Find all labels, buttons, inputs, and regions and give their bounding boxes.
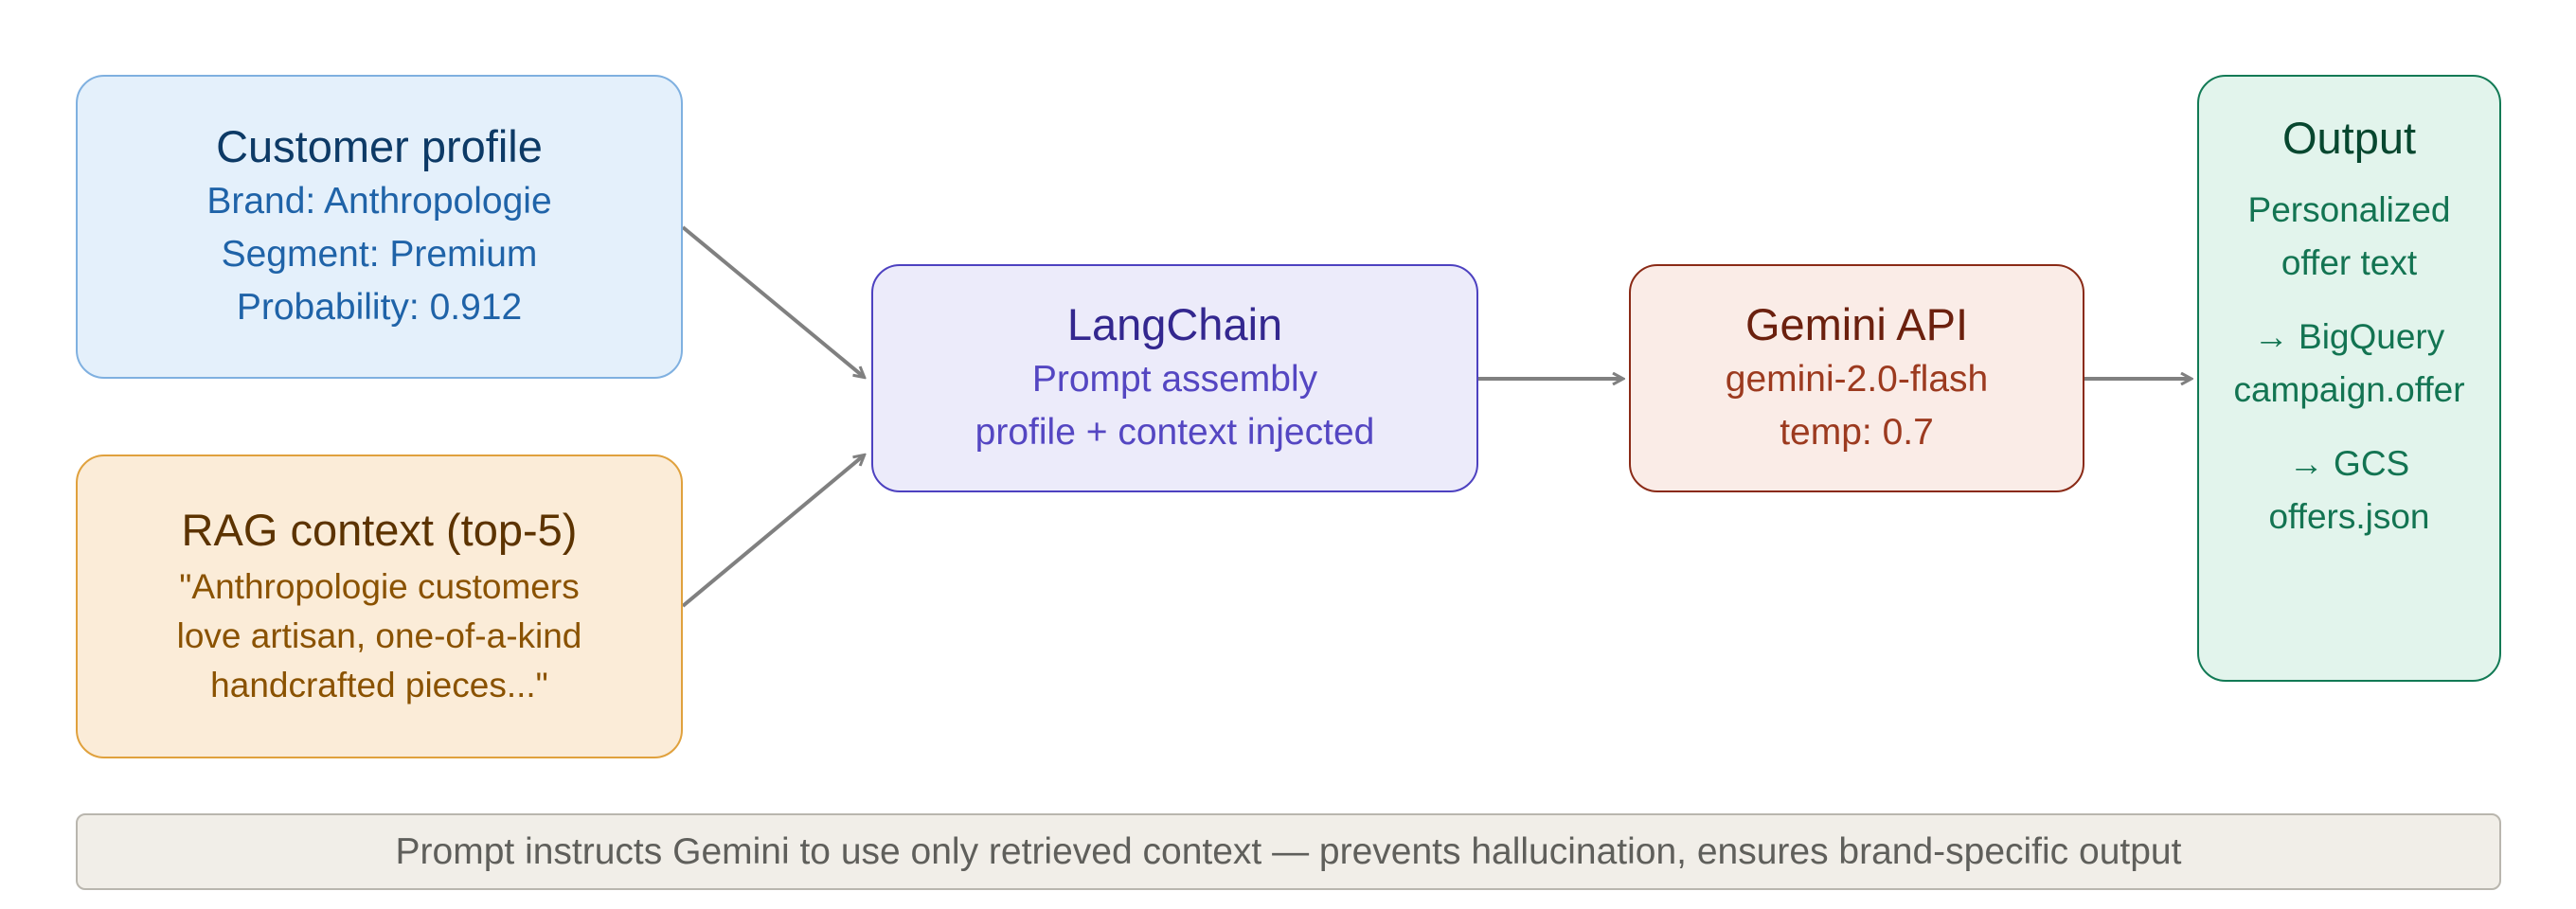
rag-context-line-3: handcrafted pieces..." <box>210 665 548 704</box>
gemini-title: Gemini API <box>1744 299 1969 350</box>
arrow-profile-to-langchain <box>681 225 864 377</box>
customer-profile-probability: Probability: 0.912 <box>236 286 523 328</box>
customer-profile-node: Customer profile Brand: Anthropologie Se… <box>76 75 683 379</box>
output-title: Output <box>2281 113 2417 163</box>
customer-profile-title: Customer profile <box>216 121 543 172</box>
gemini-temperature: temp: 0.7 <box>1780 411 1934 453</box>
rag-context-node: RAG context (top-5) "Anthropologie custo… <box>76 454 683 758</box>
output-line: Personalized <box>2247 189 2451 229</box>
langchain-line-1: Prompt assembly <box>1031 358 1318 400</box>
output-group-offer-text: Personalized offer text <box>2248 184 2451 290</box>
output-node: Output Personalized offer text → BigQuer… <box>2197 75 2501 682</box>
langchain-node: LangChain Prompt assembly profile + cont… <box>871 264 1478 492</box>
output-group-gcs: → GCS offers.json <box>2268 437 2429 544</box>
footer-note: Prompt instructs Gemini to use only retr… <box>76 813 2501 890</box>
arrow-rag-to-langchain <box>681 455 864 608</box>
gemini-model: gemini-2.0-flash <box>1725 358 1989 400</box>
output-group-bigquery: → BigQuery campaign.offer <box>2233 311 2464 417</box>
rag-context-line-1: "Anthropologie customers <box>179 566 580 606</box>
gemini-node: Gemini API gemini-2.0-flash temp: 0.7 <box>1629 264 2084 492</box>
rag-context-line-2: love artisan, one-of-a-kind <box>176 615 582 655</box>
customer-profile-segment: Segment: Premium <box>221 233 538 275</box>
langchain-title: LangChain <box>1066 299 1283 350</box>
customer-profile-brand: Brand: Anthropologie <box>206 180 552 222</box>
langchain-line-2: profile + context injected <box>975 411 1375 453</box>
output-line: offer text <box>2281 242 2418 282</box>
output-line: campaign.offer <box>2233 369 2465 409</box>
output-line: → GCS <box>2288 443 2410 483</box>
output-line: offers.json <box>2268 496 2430 536</box>
output-line: → BigQuery <box>2253 316 2445 356</box>
rag-context-title: RAG context (top-5) <box>181 505 578 556</box>
